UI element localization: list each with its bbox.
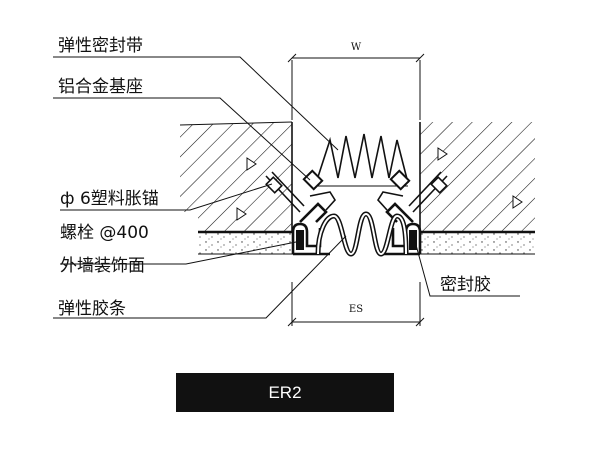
label-elastic-rubber-strip: 弹性胶条 xyxy=(58,299,126,319)
label-plastic-anchor: ф 6塑料胀锚 xyxy=(60,189,159,209)
dimension-es: ES xyxy=(287,282,425,327)
label-elastic-seal-strip: 弹性密封带 xyxy=(58,36,143,56)
exterior-finish-layer xyxy=(198,230,535,255)
model-tag-text: ER2 xyxy=(268,383,302,402)
dimension-w: W xyxy=(287,42,425,120)
label-bolt-spacing: 螺栓 @400 xyxy=(60,223,149,243)
label-sealant: 密封胶 xyxy=(440,275,491,295)
anchor-bracket-right xyxy=(377,169,448,223)
aluminum-base-left xyxy=(291,222,330,256)
elastic-rubber-strip xyxy=(315,211,409,257)
elastic-seal-strip xyxy=(315,133,409,187)
left-wall xyxy=(179,121,293,232)
right-wall xyxy=(419,122,535,232)
label-aluminum-base: 铝合金基座 xyxy=(58,77,143,97)
model-tag: ER2 xyxy=(176,373,394,412)
leader-lines xyxy=(53,56,520,319)
label-exterior-wall-finish: 外墙装饰面 xyxy=(60,256,145,276)
dimension-w-label: W xyxy=(351,42,362,53)
dimension-es-label: ES xyxy=(349,304,363,315)
anchor-bracket-left xyxy=(265,169,336,223)
